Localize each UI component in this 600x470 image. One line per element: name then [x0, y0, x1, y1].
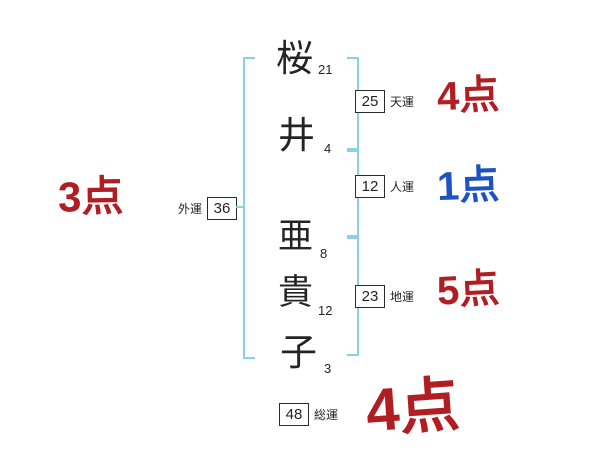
outer-luck-value: 36 [207, 197, 238, 221]
earth-luck-score: 5点 [435, 266, 501, 314]
total-luck-score: 4点 [363, 370, 462, 445]
earth-luck-label: 地運 [390, 290, 415, 305]
person-luck-score: 1点 [436, 162, 500, 210]
name-char-2: 井 [278, 115, 315, 156]
outer-luck-label: 外運 [178, 202, 203, 217]
name-char-4: 貴 [278, 273, 314, 312]
earth-luck-value: 23 [355, 285, 385, 309]
name-char-1: 桜 [276, 38, 313, 79]
heaven-luck-value: 25 [355, 90, 385, 114]
outer-luck-score: 3点 [57, 172, 124, 221]
stroke-count-4: 12 [318, 303, 333, 318]
total-luck-value: 48 [279, 403, 309, 427]
earth-luck-row: 23 地運 [355, 285, 415, 309]
name-char-5: 子 [280, 332, 317, 373]
full-name-bracket-line [243, 57, 255, 359]
outer-luck-row: 外運 36 [178, 197, 238, 221]
heaven-luck-label: 天運 [390, 95, 415, 110]
stroke-count-1: 21 [318, 62, 333, 77]
name-char-3: 亜 [278, 217, 314, 256]
total-luck-row: 48 総運 [279, 403, 339, 427]
person-luck-value: 12 [355, 175, 385, 199]
person-luck-label: 人運 [390, 180, 415, 195]
stroke-count-3: 8 [320, 246, 328, 261]
heaven-luck-score: 4点 [436, 72, 500, 120]
stroke-count-2: 4 [324, 141, 332, 156]
heaven-luck-row: 25 天運 [355, 90, 415, 114]
total-luck-label: 総運 [314, 408, 339, 423]
outer-luck-connector-line [236, 206, 244, 208]
stroke-count-5: 3 [324, 361, 332, 376]
person-luck-row: 12 人運 [355, 175, 415, 199]
